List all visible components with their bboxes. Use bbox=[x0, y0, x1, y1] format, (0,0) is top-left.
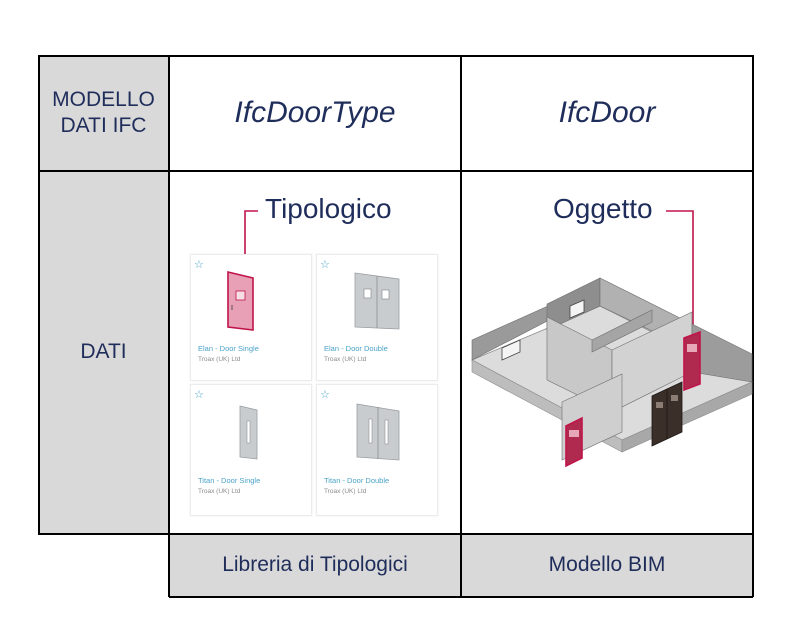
door-single-highlighted-icon bbox=[227, 270, 254, 331]
dati-label: DATI bbox=[80, 340, 127, 363]
door-double-icon bbox=[356, 403, 400, 461]
data-label-cell bbox=[38, 170, 169, 534]
card-subtitle: Troax (UK) Ltd bbox=[198, 356, 241, 363]
bim-model-illustration bbox=[471, 277, 753, 468]
modello-bim-footer-label: Modello BIM bbox=[548, 553, 666, 576]
card-title[interactable]: Titan - Door Double bbox=[324, 476, 390, 485]
door-single-icon bbox=[239, 405, 258, 460]
grid-line bbox=[38, 55, 40, 534]
footer-col1-cell bbox=[169, 534, 461, 596]
card-subtitle: Troax (UK) Ltd bbox=[324, 488, 367, 495]
card-subtitle: Troax (UK) Ltd bbox=[198, 488, 241, 495]
oggetto-annotation: Oggetto bbox=[553, 193, 653, 224]
card-title[interactable]: Titan - Door Single bbox=[198, 476, 261, 485]
grid-line bbox=[460, 55, 462, 597]
library-card[interactable]: ☆ Titan - Door Single Troax (UK) Ltd bbox=[190, 384, 312, 516]
grid-line bbox=[38, 170, 753, 172]
grid-line bbox=[38, 55, 753, 57]
grid-line bbox=[168, 55, 170, 597]
library-card[interactable]: ☆ Titan - Door Double Troax (UK) Ltd bbox=[316, 384, 438, 516]
ifcdoor-heading: IfcDoor bbox=[558, 95, 656, 129]
star-outline-icon[interactable]: ☆ bbox=[320, 259, 330, 271]
tipologico-arrow bbox=[244, 210, 258, 258]
footer-col2-cell bbox=[461, 534, 753, 596]
libreria-footer-label: Libreria di Tipologici bbox=[222, 553, 408, 576]
star-outline-icon[interactable]: ☆ bbox=[194, 389, 204, 401]
library-card[interactable]: ☆ Elan - Door Single Troax (UK) Ltd bbox=[190, 254, 312, 381]
library-card[interactable]: ☆ Elan - Door Double Troax (UK) Ltd bbox=[316, 254, 438, 381]
star-outline-icon[interactable]: ☆ bbox=[194, 259, 204, 271]
card-subtitle: Troax (UK) Ltd bbox=[324, 356, 367, 363]
grid-line bbox=[752, 55, 754, 597]
card-title[interactable]: Elan - Door Double bbox=[324, 344, 388, 353]
modello-dati-label: MODELLO DATI IFC bbox=[52, 87, 155, 137]
star-outline-icon[interactable]: ☆ bbox=[320, 389, 330, 401]
door-double-icon bbox=[354, 272, 400, 330]
tipologico-annotation: Tipologico bbox=[265, 193, 392, 224]
header-label-cell bbox=[38, 55, 169, 170]
ifcdoortype-heading: IfcDoorType bbox=[234, 95, 396, 129]
grid-line bbox=[38, 533, 753, 535]
card-title[interactable]: Elan - Door Single bbox=[198, 344, 259, 353]
